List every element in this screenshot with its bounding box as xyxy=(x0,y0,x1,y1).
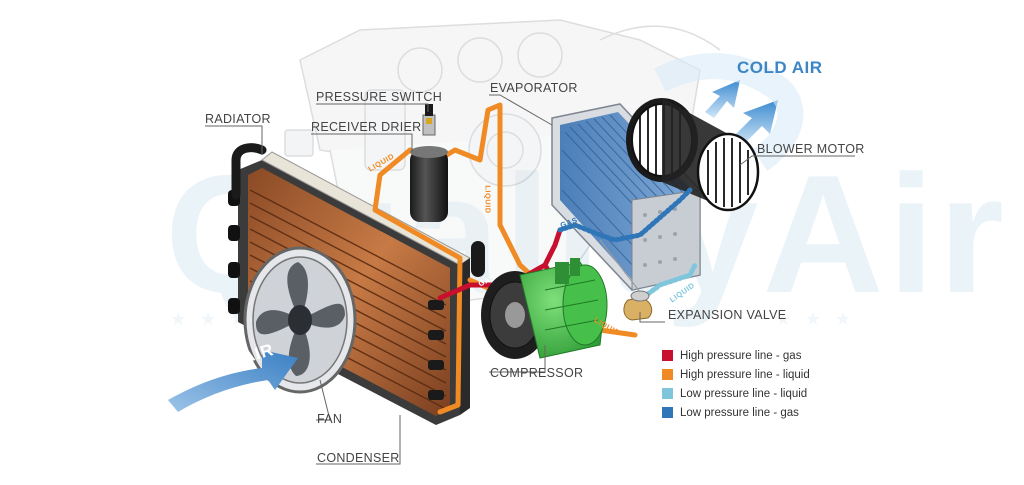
svg-text:★: ★ xyxy=(775,309,791,329)
svg-text:★: ★ xyxy=(170,309,186,329)
label-pressure-switch: PRESSURE SWITCH xyxy=(316,90,443,104)
label-evaporator: EVAPORATOR xyxy=(490,81,578,95)
label-expansion-valve: EXPANSION VALVE xyxy=(668,308,787,322)
expansion-valve xyxy=(599,239,653,321)
air-intake-arrow xyxy=(168,350,298,412)
leader-lines xyxy=(205,94,855,465)
compressor xyxy=(481,258,608,359)
legend-label: High pressure line - gas xyxy=(680,349,802,362)
legend-label: Low pressure line - liquid xyxy=(680,387,808,400)
legend-swatch xyxy=(662,350,673,361)
label-blower-motor: BLOWER MOTOR xyxy=(757,142,865,156)
legend-item: Low pressure line - gas xyxy=(662,403,810,422)
legend-item: High pressure line - gas xyxy=(662,346,810,365)
blower-motor xyxy=(626,98,760,212)
legend-swatch xyxy=(662,369,673,380)
label-compressor: COMPRESSOR xyxy=(490,366,584,380)
cold-air-arrows xyxy=(654,53,804,171)
legend-label: Low pressure line - gas xyxy=(680,406,799,419)
label-radiator: RADIATOR xyxy=(205,112,271,126)
legend-swatch xyxy=(662,388,673,399)
label-condenser: CONDENSER xyxy=(317,451,400,465)
svg-text:★: ★ xyxy=(835,309,851,329)
legend: High pressure line - gas High pressure l… xyxy=(662,346,810,422)
tag-liquid: LIQUID xyxy=(483,185,493,214)
legend-label: High pressure line - liquid xyxy=(680,368,810,381)
line-low-pressure-liquid xyxy=(637,262,698,303)
label-receiver-drier: RECEIVER DRIER xyxy=(311,120,422,134)
receiver-drier xyxy=(410,104,448,222)
line-low-pressure-gas xyxy=(557,187,693,243)
label-fan: FAN xyxy=(317,412,343,426)
line-high-pressure-liquid xyxy=(372,147,463,415)
legend-item: High pressure line - liquid xyxy=(662,365,810,384)
svg-text:★: ★ xyxy=(805,309,821,329)
legend-item: Low pressure line - liquid xyxy=(662,384,810,403)
legend-swatch xyxy=(662,407,673,418)
cold-air-label: COLD AIR xyxy=(737,58,823,77)
svg-text:★: ★ xyxy=(200,309,216,329)
